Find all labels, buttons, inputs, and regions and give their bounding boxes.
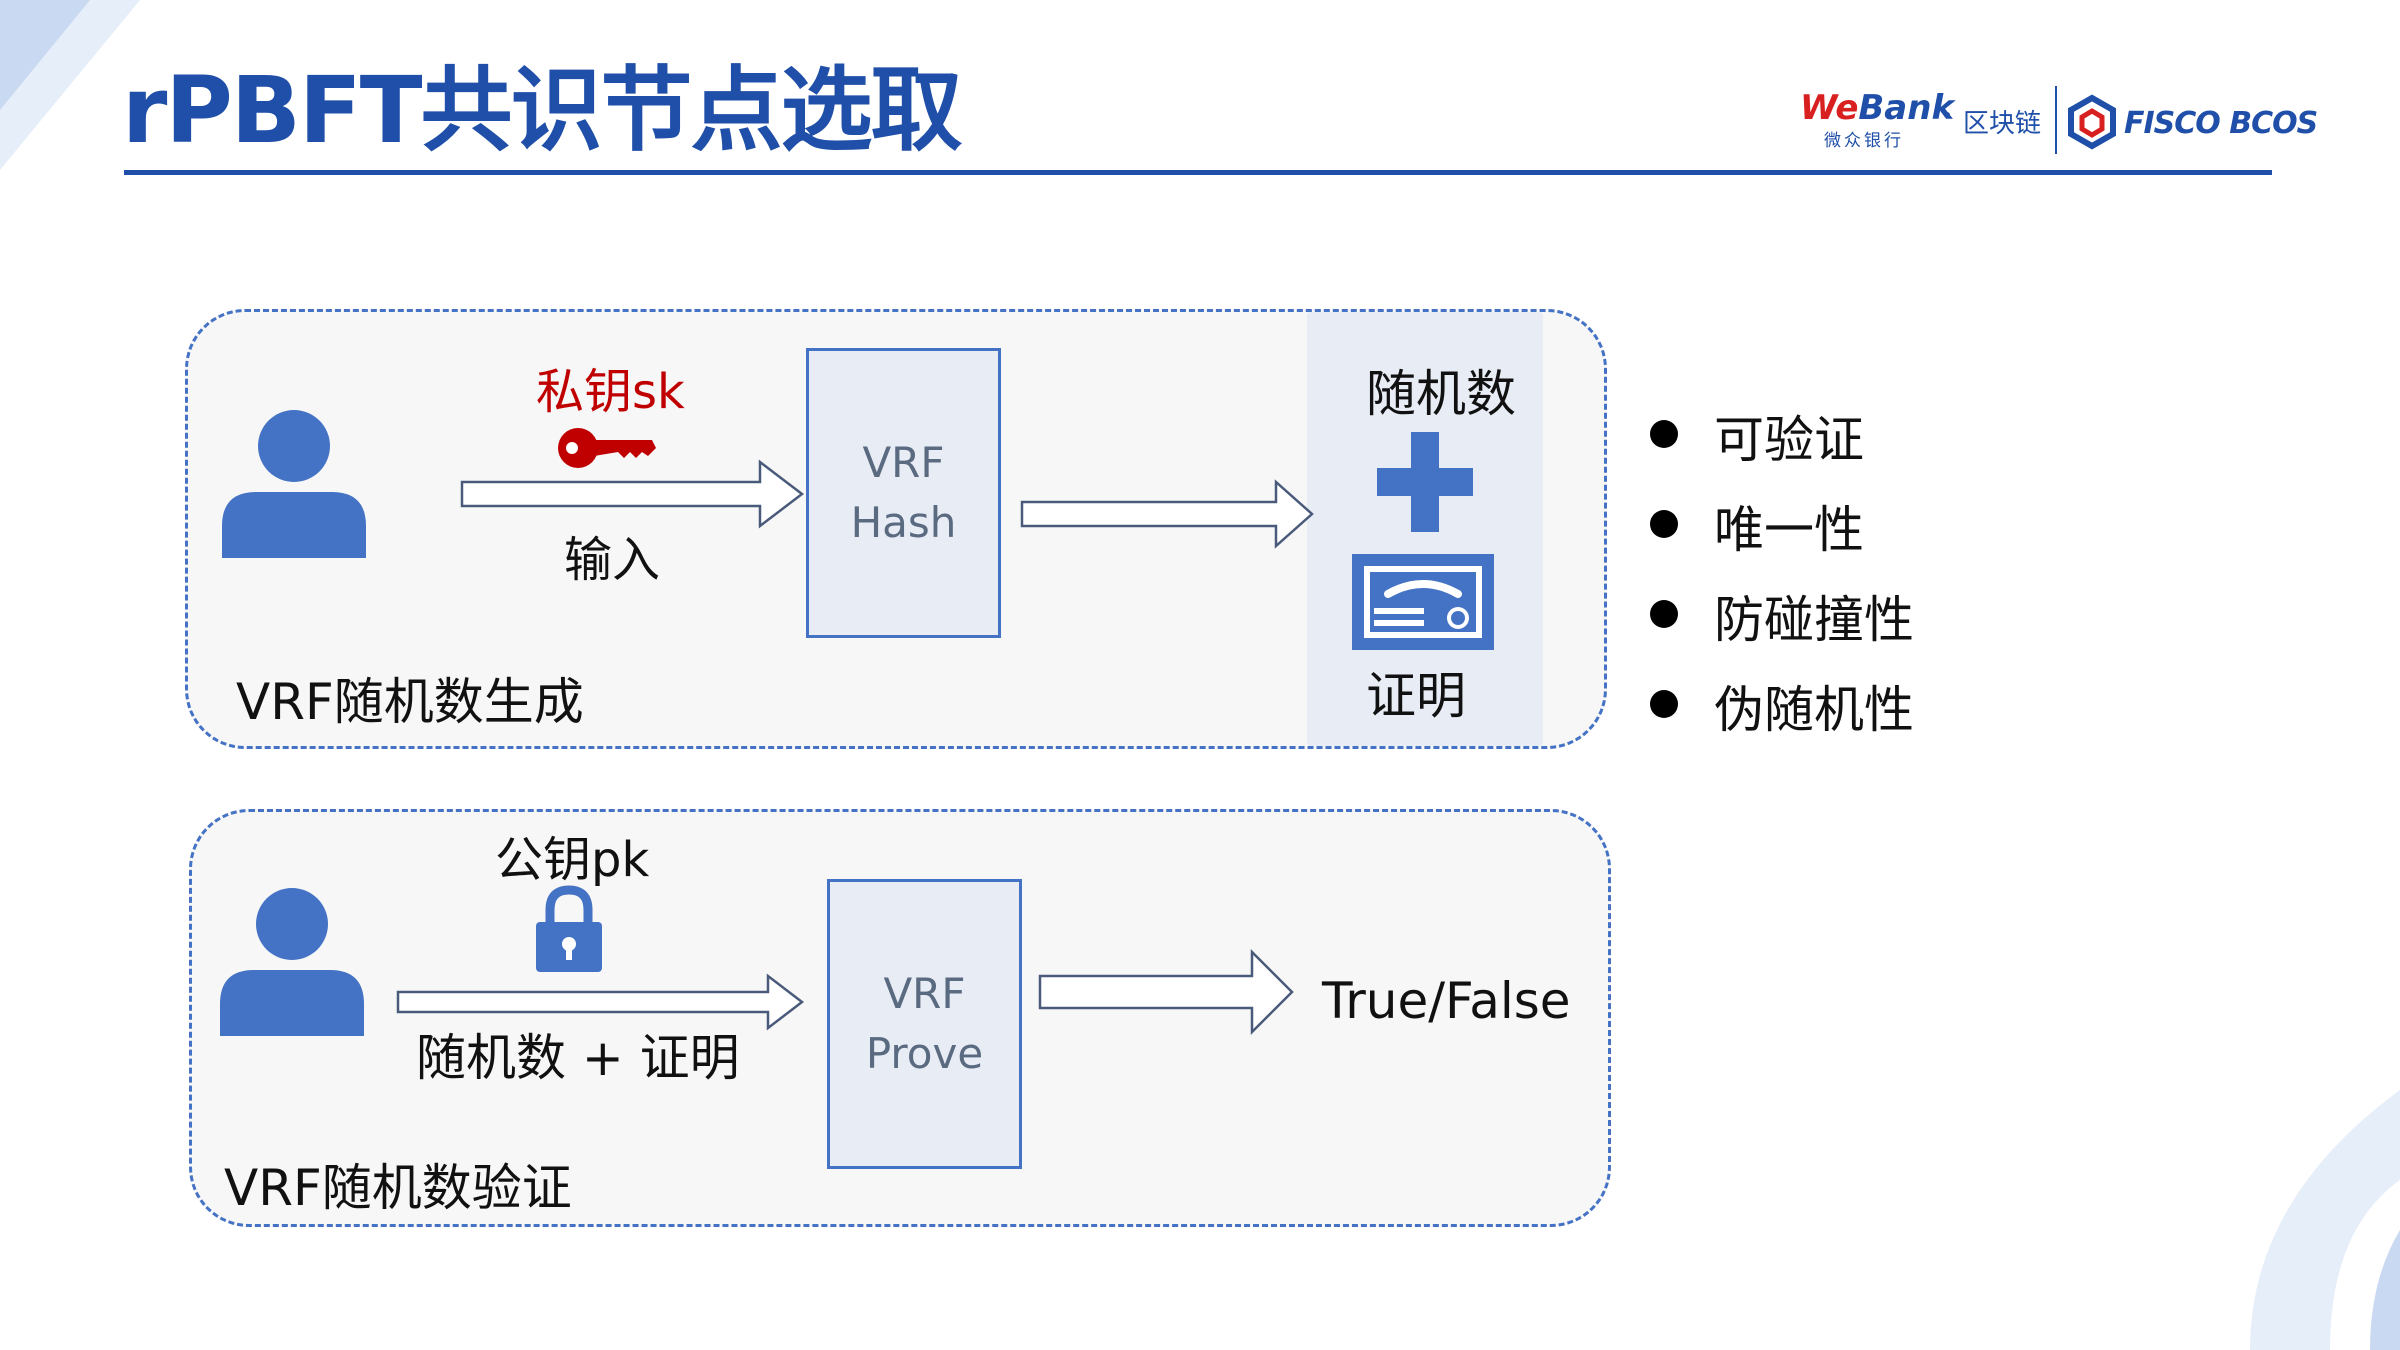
- vrf-hash-box: VRF Hash: [806, 348, 1001, 638]
- plus-icon: [1377, 432, 1473, 532]
- vrf-prove-box-line2: Prove: [865, 1029, 984, 1078]
- output-arrow: [1020, 479, 1314, 549]
- corner-decoration-bottom-right: [2250, 1090, 2400, 1350]
- property-text: 防碰撞性: [1714, 591, 1914, 649]
- blockchain-label: 区块链: [1963, 109, 2042, 139]
- result-label: True/False: [1322, 972, 1571, 1030]
- vrf-hash-box-line1: VRF: [862, 438, 945, 487]
- input-arrow: [460, 459, 805, 529]
- property-text: 可验证: [1714, 411, 1864, 469]
- random-number-label: 随机数: [1366, 365, 1516, 423]
- corner-decoration-top-left: [0, 0, 140, 170]
- title-underline: [124, 170, 2272, 175]
- webank-logo-bank: Bank: [1858, 88, 1955, 128]
- verification-caption: VRF随机数验证: [224, 1159, 572, 1217]
- lock-icon: [536, 885, 602, 972]
- generation-caption: VRF随机数生成: [236, 673, 584, 731]
- property-text: 唯一性: [1714, 501, 1864, 559]
- bullet-icon: [1650, 600, 1678, 628]
- user-icon: [222, 410, 366, 558]
- public-key-label: 公钥pk: [495, 832, 650, 888]
- fisco-bcos-logo-text: FISCO BCOS: [2124, 106, 2318, 141]
- private-key-label: 私钥sk: [536, 364, 685, 420]
- webank-logo-we: We: [1800, 88, 1859, 128]
- input-label: 输入: [564, 532, 661, 588]
- key-icon: [558, 428, 656, 468]
- bullet-icon: [1650, 420, 1678, 448]
- certificate-icon: [1352, 554, 1494, 650]
- result-arrow: [1038, 948, 1294, 1036]
- fisco-bcos-icon: [2068, 94, 2116, 150]
- page-title: rPBFT共识节点选取: [122, 57, 963, 164]
- proof-label: 证明: [1366, 667, 1466, 725]
- vrf-prove-box-line1: VRF: [883, 969, 966, 1018]
- webank-logo: WeBank 微众银行: [1800, 88, 1954, 151]
- property-text: 伪随机性: [1714, 681, 1914, 739]
- verify-input-label: 随机数 + 证明: [416, 1029, 740, 1087]
- verify-input-arrow: [396, 973, 805, 1031]
- webank-logo-cn: 微众银行: [1824, 131, 1904, 151]
- logo-separator-dot: [1944, 112, 1950, 118]
- logo-divider: [2055, 86, 2057, 154]
- bullet-icon: [1650, 510, 1678, 538]
- bullet-icon: [1650, 690, 1678, 718]
- user-icon: [220, 888, 364, 1036]
- vrf-prove-box: VRF Prove: [827, 879, 1022, 1169]
- vrf-hash-box-line2: Hash: [850, 498, 957, 547]
